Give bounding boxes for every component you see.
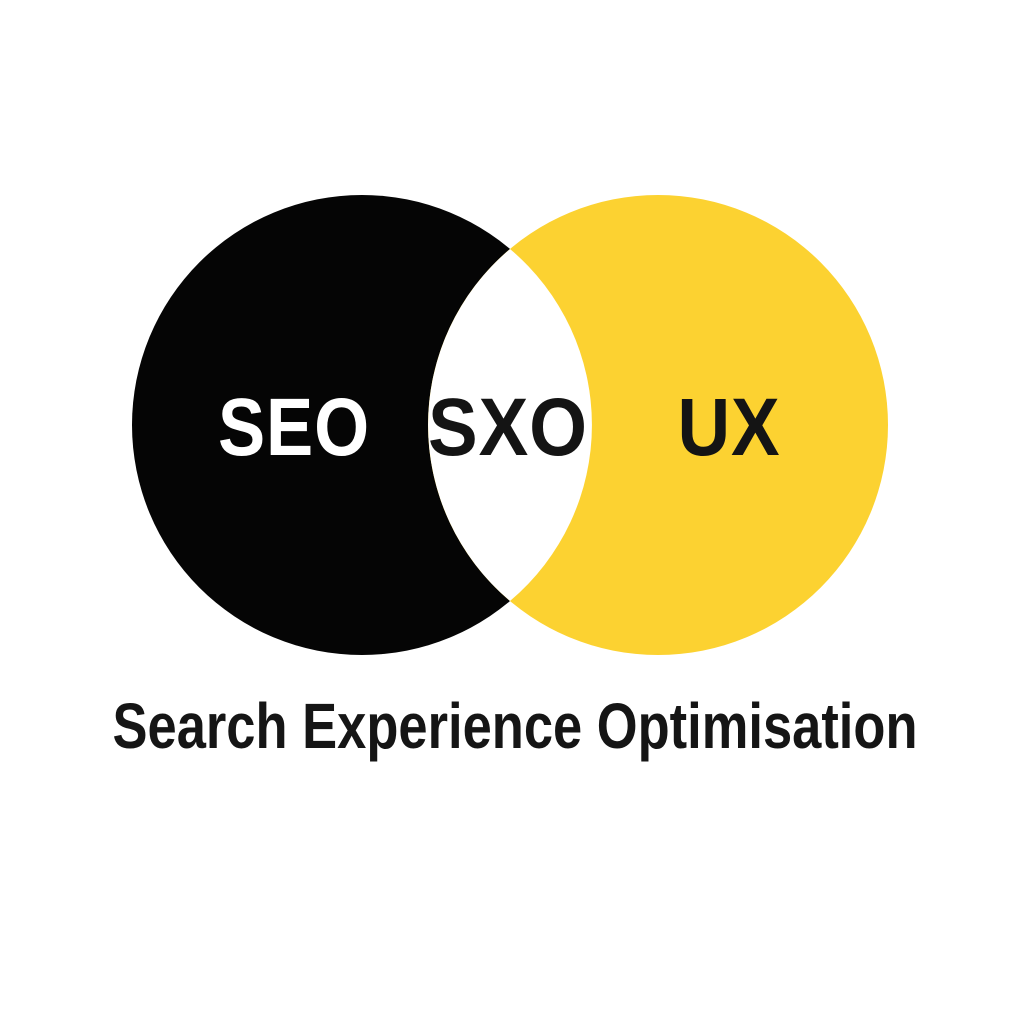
seo-label: SEO — [218, 382, 370, 473]
intersection-lens — [428, 249, 592, 601]
caption: Search Experience Optimisation — [113, 690, 918, 762]
ux-label: UX — [678, 382, 781, 473]
sxo-label: SXO — [428, 382, 588, 473]
